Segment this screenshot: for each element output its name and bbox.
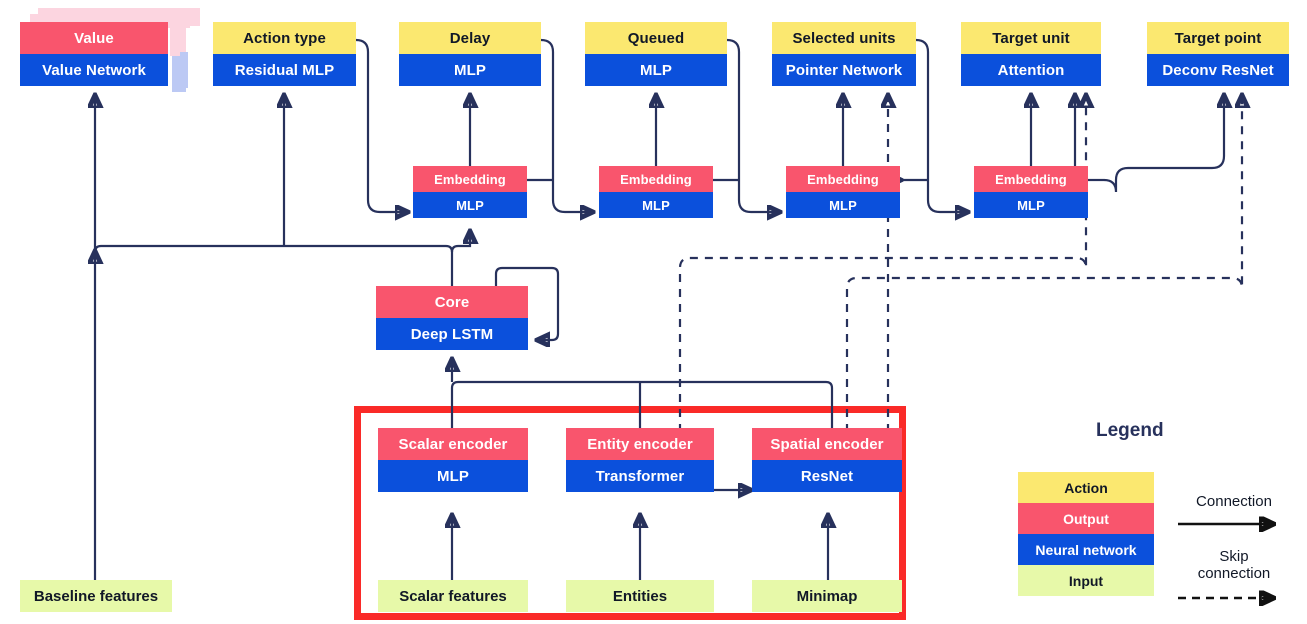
legend-skip-label: Skip connection (1176, 548, 1292, 583)
module-action-type[interactable]: Action type Residual MLP (213, 22, 356, 86)
legend-skip-arrow (1178, 590, 1286, 606)
skip-entity-to-targetunit (678, 96, 1086, 432)
module-embedding-3[interactable]: Embedding MLP (786, 166, 900, 218)
module-net-label: Attention (961, 54, 1101, 86)
module-net-label: MLP (599, 192, 713, 218)
wire-embed4-to-targetpoint (1103, 96, 1224, 193)
module-net-label: MLP (974, 192, 1088, 218)
module-scalar-encoder[interactable]: Scalar encoder MLP (378, 428, 528, 492)
module-net-label: MLP (585, 54, 727, 86)
module-head-label: Selected units (772, 22, 916, 54)
legend-skip-label-line2: connection (1197, 565, 1271, 583)
module-embedding-4[interactable]: Embedding MLP (974, 166, 1088, 218)
module-value[interactable]: Value Value Network (20, 22, 168, 86)
legend-connection-label: Connection (1196, 493, 1272, 510)
wire-core-to-value (95, 96, 454, 253)
module-net-label: Transformer (566, 460, 714, 492)
module-head-label: Value (20, 22, 168, 54)
module-head-label: Core (376, 286, 528, 318)
module-head-label: Target unit (961, 22, 1101, 54)
module-net-label: Value Network (20, 54, 168, 86)
module-target-unit[interactable]: Target unit Attention (961, 22, 1101, 86)
module-net-label: Deconv ResNet (1147, 54, 1289, 86)
module-head-label: Queued (585, 22, 727, 54)
module-net-label: MLP (378, 460, 528, 492)
legend-swatch-action: Action (1018, 472, 1154, 503)
legend-swatch-neural-network: Neural network (1018, 534, 1154, 565)
wire-core-to-embed1 (450, 232, 470, 286)
module-head-label: Target point (1147, 22, 1289, 54)
module-net-label: Deep LSTM (376, 318, 528, 350)
legend-skip-label-line1: Skip (1219, 548, 1249, 565)
module-head-label: Embedding (413, 166, 527, 192)
module-core[interactable]: Core Deep LSTM (376, 286, 528, 350)
module-head-label: Embedding (786, 166, 900, 192)
module-head-label: Embedding (599, 166, 713, 192)
module-delay[interactable]: Delay MLP (399, 22, 541, 86)
input-label: Baseline features (33, 587, 159, 605)
module-target-point[interactable]: Target point Deconv ResNet (1147, 22, 1289, 86)
input-label: Minimap (796, 587, 858, 605)
wire-selunits-to-embed4 (915, 38, 967, 212)
module-head-label: Delay (399, 22, 541, 54)
module-queued[interactable]: Queued MLP (585, 22, 727, 86)
module-head-label: Scalar encoder (378, 428, 528, 460)
module-spatial-encoder[interactable]: Spatial encoder ResNet (752, 428, 902, 492)
input-entities[interactable]: Entities (566, 580, 714, 612)
legend-swatch-stack: Action Output Neural network Input (1018, 472, 1154, 596)
legend-swatch-output: Output (1018, 503, 1154, 534)
module-net-label: Residual MLP (213, 54, 356, 86)
legend-swatch-input: Input (1018, 565, 1154, 596)
module-net-label: MLP (399, 54, 541, 86)
module-net-label: Pointer Network (772, 54, 916, 86)
input-label: Entities (612, 587, 668, 605)
module-selected-units[interactable]: Selected units Pointer Network (772, 22, 916, 86)
module-net-label: MLP (786, 192, 900, 218)
module-head-label: Embedding (974, 166, 1088, 192)
module-net-label: ResNet (752, 460, 902, 492)
ghost-layer-blue-2 (180, 52, 188, 88)
input-label: Scalar features (399, 587, 507, 605)
module-head-label: Action type (213, 22, 356, 54)
module-head-label: Entity encoder (566, 428, 714, 460)
input-baseline-features[interactable]: Baseline features (20, 580, 172, 612)
module-net-label: MLP (413, 192, 527, 218)
module-head-label: Spatial encoder (752, 428, 902, 460)
legend-title: Legend (1096, 420, 1164, 441)
input-scalar-features[interactable]: Scalar features (378, 580, 528, 612)
input-minimap[interactable]: Minimap (752, 580, 902, 612)
module-embedding-1[interactable]: Embedding MLP (413, 166, 527, 218)
legend-connection-arrow (1178, 516, 1286, 532)
skip-spatial-to-targetpoint (845, 96, 1242, 432)
module-entity-encoder[interactable]: Entity encoder Transformer (566, 428, 714, 492)
module-embedding-2[interactable]: Embedding MLP (599, 166, 713, 218)
